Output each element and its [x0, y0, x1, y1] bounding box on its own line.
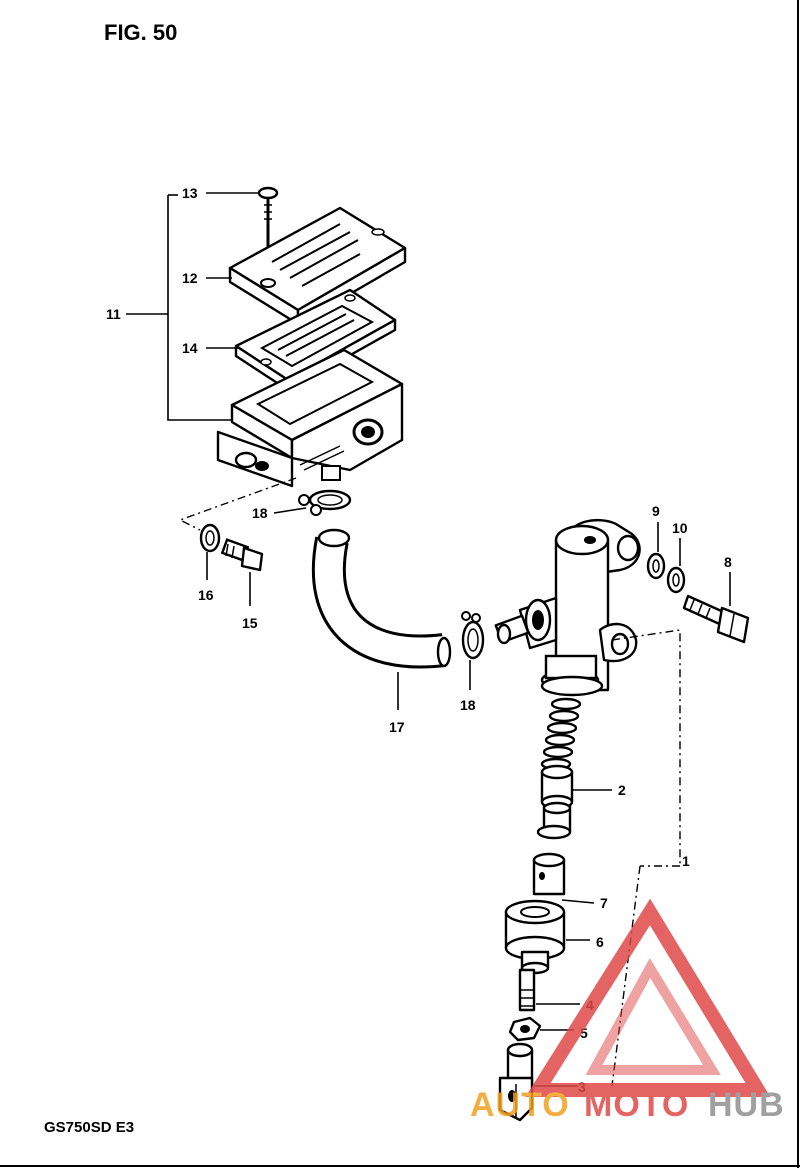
- part-16-washer: [199, 523, 221, 553]
- part-2-spring-piston: [536, 697, 582, 840]
- dashline-reservoir: [178, 477, 297, 531]
- callout-14: 14: [182, 340, 198, 356]
- watermark-logo: AUTO MOTO HUB: [470, 898, 785, 1124]
- callout-10: 10: [672, 520, 688, 536]
- leader-18-upper: [273, 507, 307, 514]
- part-17-reservoir-hose: [311, 528, 452, 669]
- watermark-triangle-inner: [585, 958, 721, 1075]
- part-7-stopper: [532, 852, 566, 896]
- callout-18-upper: 18: [252, 505, 268, 521]
- watermark-triangle-outer: [525, 898, 771, 1097]
- reservoir-assembly: [216, 186, 407, 488]
- leader-7: [561, 899, 595, 904]
- callout-6: 6: [596, 934, 604, 950]
- part-3-clevis: [498, 1042, 534, 1122]
- callout-13: 13: [182, 185, 198, 201]
- watermark-text-moto: MOTO: [584, 1086, 689, 1124]
- part-6-boot: [504, 899, 566, 975]
- callout-2: 2: [618, 782, 626, 798]
- callout-18-lower: 18: [460, 697, 476, 713]
- callout-12: 12: [182, 270, 198, 286]
- bracket-11: [167, 195, 232, 421]
- model-code: GS750SD E3: [44, 1119, 134, 1136]
- reservoir-body: [216, 348, 404, 488]
- callout-17: 17: [389, 719, 405, 735]
- master-cylinder-body: [494, 518, 641, 697]
- part-18-hose-clamp-upper: [298, 489, 352, 516]
- callout-9: 9: [652, 503, 660, 519]
- part-4-push-rod: [518, 968, 536, 1012]
- part-18-hose-clamp-lower: [461, 611, 485, 660]
- callout-1: 1: [682, 853, 690, 869]
- callout-16: 16: [198, 587, 214, 603]
- bracket-1: [611, 629, 681, 866]
- watermark-text-auto: AUTO: [470, 1086, 570, 1124]
- callout-11: 11: [106, 306, 121, 322]
- watermark-text-hub: HUB: [708, 1086, 785, 1124]
- part-9-washer: [646, 552, 666, 580]
- dashline-1-lower: [611, 865, 641, 1087]
- callout-8: 8: [724, 554, 732, 570]
- part-5-lock-nut: [508, 1016, 542, 1042]
- part-8-bolt: [682, 594, 750, 644]
- part-15-banjo-bolt: [220, 538, 264, 572]
- figure-title: FIG. 50: [104, 20, 177, 45]
- part-14-diaphragm: [234, 288, 397, 392]
- part-10-washer: [666, 566, 686, 594]
- callout-15: 15: [242, 615, 258, 631]
- callout-7: 7: [600, 895, 608, 911]
- callout-5: 5: [580, 1025, 588, 1041]
